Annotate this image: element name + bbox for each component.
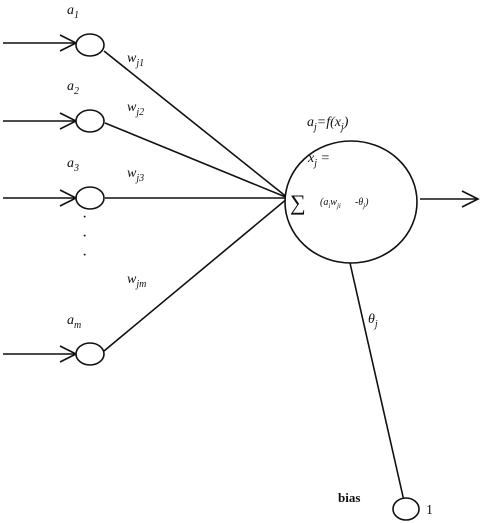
bias-node bbox=[392, 497, 420, 521]
ellipsis-dot-2: · bbox=[82, 228, 87, 245]
net-input-label: xj = bbox=[307, 151, 330, 169]
input-node-m bbox=[75, 342, 105, 366]
ellipsis-dot-1: · bbox=[82, 209, 87, 226]
input-node-1 bbox=[75, 33, 105, 57]
bias-weight-label: θj bbox=[368, 312, 378, 330]
input-label-m: am bbox=[67, 313, 81, 331]
ellipsis-dot-3: · bbox=[82, 247, 87, 264]
input-label-3: a3 bbox=[67, 156, 79, 174]
input-label-1: a1 bbox=[67, 3, 79, 21]
weight-label-1: wj1 bbox=[127, 51, 144, 69]
weight-label-2: wj2 bbox=[127, 100, 144, 118]
bias-line bbox=[349, 262, 405, 502]
input-node-3 bbox=[75, 186, 105, 210]
summation-symbol: ∑ bbox=[290, 190, 306, 215]
weight-line-m bbox=[103, 197, 289, 352]
activation-formula: aj=f(xj) bbox=[307, 115, 349, 133]
input-label-2: a2 bbox=[67, 79, 79, 97]
neuron-body bbox=[284, 140, 418, 264]
weight-label-m: wjm bbox=[127, 272, 146, 290]
summation-terms: (aiwji-θj) bbox=[320, 197, 369, 210]
bias-value: 1 bbox=[426, 503, 433, 518]
weight-label-3: wj3 bbox=[127, 166, 144, 184]
weight-line-2 bbox=[104, 122, 289, 199]
input-node-2 bbox=[75, 109, 105, 133]
bias-label: bias bbox=[338, 490, 360, 505]
weight-line-1 bbox=[103, 50, 289, 199]
